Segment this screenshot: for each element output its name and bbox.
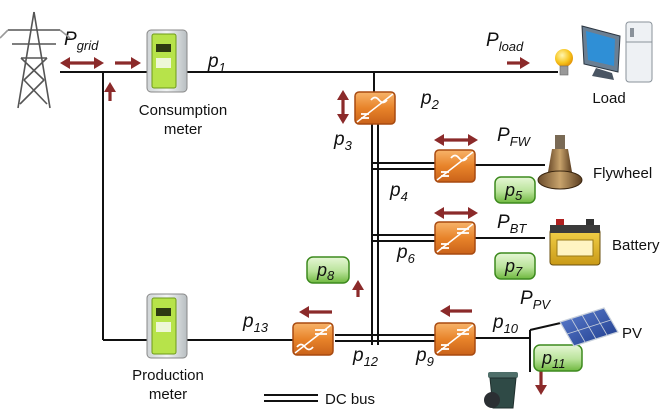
waste-bin-icon — [484, 372, 518, 409]
converter-pv — [434, 322, 476, 356]
label-p1: p1 — [207, 51, 226, 75]
wires — [60, 71, 566, 372]
p3-vertical-arrow — [337, 90, 349, 124]
label-p-fw: PFW — [497, 125, 532, 149]
label-p-load: Pload — [486, 30, 524, 54]
measure-box-p8: p8 — [306, 256, 350, 284]
label-p-pv: PPV — [520, 288, 551, 312]
computer-monitor-icon — [581, 25, 621, 80]
caption-production-meter-2: meter — [149, 386, 187, 403]
measure-box-p5: p5 — [494, 176, 536, 204]
pv-down-arrow — [535, 371, 547, 395]
svg-text:p8: p8 — [316, 260, 335, 283]
converter-production — [292, 322, 334, 356]
svg-text:DC bus: DC bus — [325, 391, 375, 408]
caption-production-meter-1: Production — [132, 367, 204, 384]
caption-battery: Battery — [612, 237, 660, 254]
measure-box-p11: p11 — [533, 344, 583, 372]
dc-bus-legend: DC bus — [264, 391, 375, 408]
caption-consumption-meter-2: meter — [164, 121, 202, 138]
converter-load — [354, 91, 396, 125]
flow-arrows — [60, 57, 547, 395]
caption-load: Load — [592, 90, 625, 107]
production-meter-icon — [146, 293, 188, 359]
measure-box-p7: p7 — [494, 252, 536, 280]
production-up-arrow — [104, 82, 116, 101]
consumption-meter-icon — [146, 29, 188, 93]
load-arrow — [507, 57, 530, 69]
grid-bidirectional-arrow — [60, 57, 104, 69]
svg-text:p7: p7 — [504, 256, 523, 279]
svg-text:p5: p5 — [504, 180, 523, 203]
label-p6: p6 — [396, 242, 416, 266]
battery-bidirectional-arrow — [434, 207, 478, 219]
caption-consumption-meter-1: Consumption — [139, 102, 227, 119]
p8-up-arrow — [352, 280, 364, 297]
flywheel-bidirectional-arrow — [434, 134, 478, 146]
label-p10: p10 — [492, 312, 519, 336]
flow-labels: Pgrid Pload PFW PBT PPV p1 p2 p3 p4 p6 p… — [64, 29, 551, 369]
label-p-bt: PBT — [497, 212, 527, 236]
production-left-arrow — [299, 306, 332, 318]
component-captions: Consumption meter Production meter Load … — [132, 90, 660, 403]
consumption-in-arrow — [115, 57, 141, 69]
flywheel-icon — [537, 135, 583, 190]
label-p9: p9 — [415, 345, 434, 369]
transmission-tower-icon — [0, 11, 71, 109]
appliance-icon — [625, 21, 653, 83]
caption-pv: PV — [622, 325, 642, 342]
label-p12: p12 — [352, 345, 379, 369]
svg-text:p11: p11 — [541, 348, 566, 371]
solar-panel-icon — [559, 307, 619, 347]
label-p2: p2 — [420, 88, 440, 112]
label-p13: p13 — [242, 311, 269, 335]
car-battery-icon — [549, 219, 601, 266]
label-p4: p4 — [389, 180, 408, 204]
light-bulb-icon — [555, 49, 573, 76]
label-p-grid: Pgrid — [64, 29, 99, 53]
caption-flywheel: Flywheel — [593, 165, 652, 182]
label-p3: p3 — [333, 129, 353, 153]
converter-battery — [434, 221, 476, 255]
pv-left-arrow — [440, 305, 472, 317]
converter-flywheel — [434, 149, 476, 183]
